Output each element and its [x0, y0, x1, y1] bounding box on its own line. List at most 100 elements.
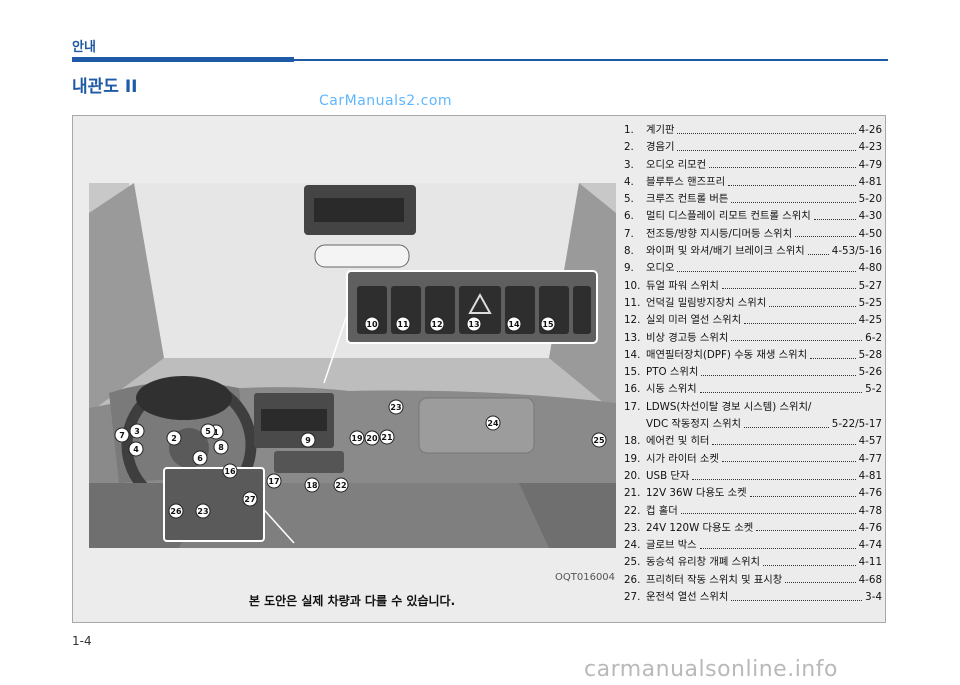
item-number: 1. — [624, 124, 634, 136]
item-label: 12V 36W 다용도 소켓 — [646, 487, 747, 500]
leader-dots — [692, 478, 856, 480]
callout-16: 16 — [222, 463, 238, 479]
leader-dots — [677, 270, 856, 273]
item-page-ref[interactable]: 5-20 — [858, 193, 882, 206]
callout-17: 17 — [266, 473, 282, 489]
header-rule-thick — [72, 57, 294, 62]
watermark-top[interactable]: CarManuals2.com — [319, 93, 453, 109]
callout-19: 19 — [349, 430, 365, 446]
item-label: 프리히터 작동 스위치 및 표시창 — [646, 573, 783, 586]
item-number: 16. — [624, 383, 641, 396]
leader-dots — [699, 547, 856, 549]
item-number: 7. — [624, 227, 634, 240]
item-page-ref[interactable]: 4-23 — [858, 141, 882, 154]
item-label: VDC 작동정지 스위치 — [646, 418, 742, 431]
item-label: 오디오 리모컨 — [646, 158, 707, 171]
figure-code: OQT016004 — [555, 572, 616, 583]
svg-text:23: 23 — [197, 507, 208, 516]
item-label: 전조등/방향 지시등/디머등 스위치 — [646, 227, 793, 240]
item-label: 크루즈 컨트롤 버튼 — [646, 193, 729, 206]
leader-dots — [813, 218, 856, 221]
item-number: 13. — [624, 331, 641, 344]
item-page-ref[interactable]: 4-81 — [858, 175, 882, 188]
leader-dots — [680, 512, 856, 515]
item-page-ref[interactable]: 5-27 — [858, 279, 882, 292]
item-page-ref[interactable]: 5-26 — [858, 366, 882, 379]
item-number: 15. — [624, 366, 641, 379]
svg-text:5: 5 — [205, 427, 211, 436]
item-page-ref[interactable]: 4-80 — [858, 262, 882, 275]
item-page-ref[interactable]: 4-68 — [858, 573, 882, 586]
item-number: 2. — [624, 141, 634, 154]
item-page-ref[interactable]: 4-79 — [858, 158, 882, 171]
list-item: 5. 크루즈 컨트롤 버튼 5-20 — [624, 191, 882, 208]
item-page-ref[interactable]: 4-25 — [858, 314, 882, 327]
svg-text:9: 9 — [305, 436, 311, 445]
item-label: 실외 미러 열선 스위치 — [646, 314, 742, 327]
item-page-ref[interactable]: 5-25 — [858, 296, 882, 309]
item-page-ref[interactable]: 3-4 — [865, 591, 882, 604]
item-label: 와이퍼 및 와셔/배기 브레이크 스위치 — [646, 245, 805, 258]
leader-dots — [731, 599, 863, 601]
item-number: 20. — [624, 469, 641, 482]
item-label: 시가 라이터 소켓 — [646, 452, 719, 465]
item-label: 매연필터장치(DPF) 수동 재생 스위치 — [646, 348, 808, 361]
svg-text:20: 20 — [366, 434, 378, 443]
item-page-ref[interactable]: 4-76 — [858, 521, 882, 534]
item-page-ref[interactable]: 4-30 — [858, 210, 882, 223]
callout-7: 7 — [114, 427, 130, 443]
item-page-ref[interactable]: 4-77 — [858, 452, 882, 465]
item-page-ref[interactable]: 5-2 — [865, 383, 882, 396]
leader-dots — [709, 166, 856, 169]
item-page-ref[interactable]: 4-57 — [858, 435, 882, 448]
leader-dots — [731, 201, 856, 203]
svg-text:3: 3 — [134, 427, 140, 436]
item-page-ref[interactable]: 4-53/5-16 — [831, 245, 882, 258]
callout-5: 5 — [200, 423, 216, 439]
svg-text:21: 21 — [381, 433, 393, 442]
item-number: 18. — [624, 435, 641, 448]
item-page-ref[interactable]: 4-78 — [858, 504, 882, 517]
item-page-ref[interactable]: 4-76 — [858, 487, 882, 500]
item-number: 21. — [624, 487, 641, 500]
callout-2: 2 — [166, 430, 182, 446]
item-number: 11. — [624, 296, 641, 309]
item-label: 듀얼 파워 스위치 — [646, 279, 719, 292]
item-number: 5. — [624, 193, 634, 206]
page-number: 1-4 — [72, 634, 92, 648]
leader-dots — [756, 529, 856, 532]
item-label: 글로브 박스 — [646, 539, 697, 552]
callout-23-top: 23 — [388, 399, 404, 415]
list-item: 13. 비상 경고등 스위치 6-2 — [624, 330, 882, 347]
item-label: PTO 스위치 — [646, 366, 699, 379]
item-page-ref[interactable]: 4-50 — [858, 227, 882, 240]
leader-dots — [769, 305, 856, 307]
callout-26: 26 — [168, 503, 184, 519]
list-item: 26. 프리히터 작동 스위치 및 표시창 4-68 — [624, 572, 882, 589]
list-item: 2. 경음기 4-23 — [624, 139, 882, 156]
callout-18: 18 — [304, 477, 320, 493]
footer-watermark[interactable]: carmanualsonline.info — [584, 657, 838, 682]
svg-text:16: 16 — [224, 467, 236, 476]
item-page-ref[interactable]: 6-2 — [865, 331, 882, 344]
svg-text:2: 2 — [171, 434, 177, 443]
item-page-ref[interactable]: 4-74 — [858, 539, 882, 552]
item-page-ref[interactable]: 5-22/5-17 — [831, 418, 882, 431]
leader-dots — [749, 495, 856, 497]
item-page-ref[interactable]: 4-81 — [858, 469, 882, 482]
item-number: 26. — [624, 573, 641, 586]
item-page-ref[interactable]: 5-28 — [858, 348, 882, 361]
item-label: 오디오 — [646, 262, 675, 275]
svg-text:1: 1 — [213, 428, 219, 437]
item-label: 비상 경고등 스위치 — [646, 331, 729, 344]
item-page-ref[interactable]: 4-11 — [858, 556, 882, 569]
item-number: 22. — [624, 504, 641, 517]
item-page-ref[interactable]: 4-26 — [858, 124, 882, 136]
item-label: 경음기 — [646, 141, 675, 154]
